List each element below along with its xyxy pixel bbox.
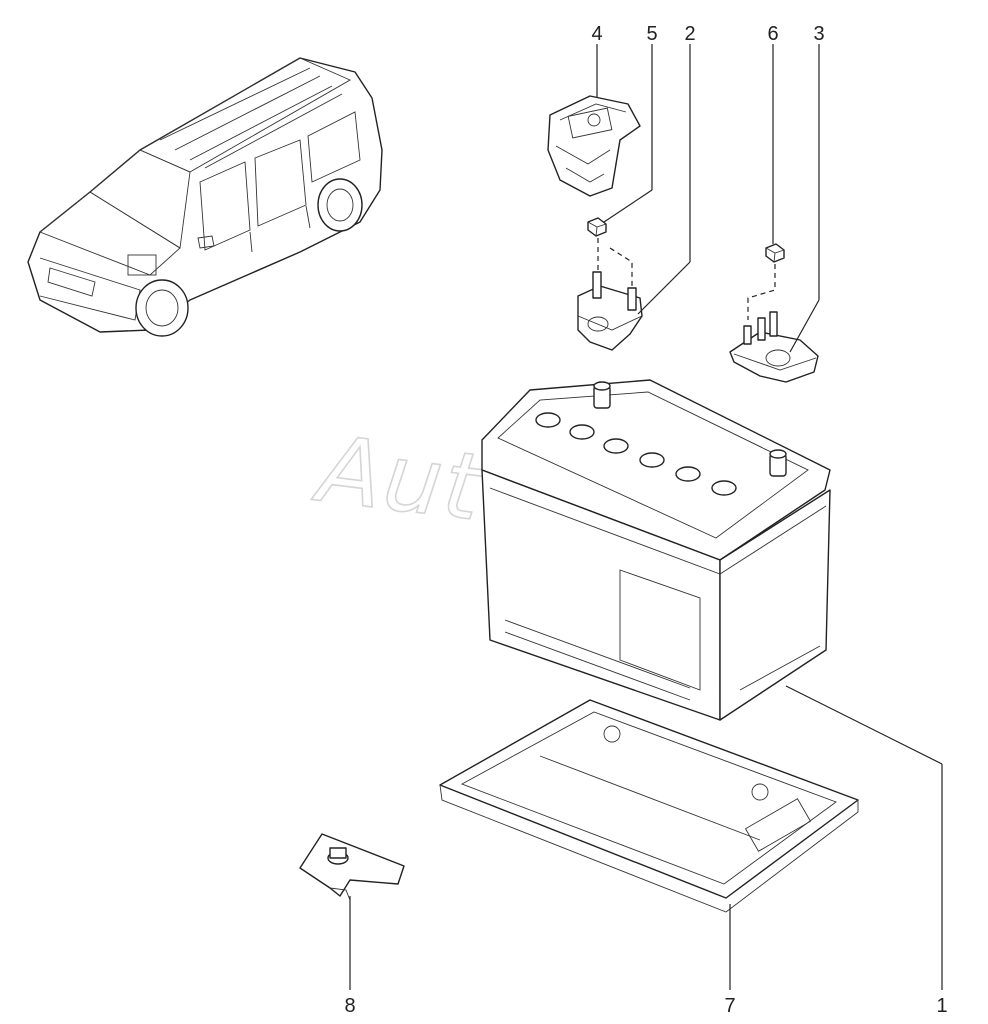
part-6-nut [765,243,785,263]
part-3-terminal [729,311,819,383]
part-4-fuse-box [547,95,641,197]
callout-3: 3 [813,23,824,45]
part-1-battery [481,379,831,721]
callout-6: 6 [767,23,778,45]
assembly-guide-6 [747,264,776,320]
part-7-tray [439,699,859,913]
callout-2: 2 [684,23,695,45]
part-2-terminal [577,271,643,351]
assembly-guide-5b [609,247,633,290]
callout-7: 7 [724,995,735,1017]
part-5-nut [587,217,607,237]
callout-1: 1 [936,995,947,1017]
part-8-clamp [299,833,405,901]
callout-5: 5 [646,23,657,45]
callout-4: 4 [591,23,602,45]
vehicle-illustration [27,57,383,337]
leader-lines [349,44,943,990]
callout-8: 8 [344,995,355,1017]
